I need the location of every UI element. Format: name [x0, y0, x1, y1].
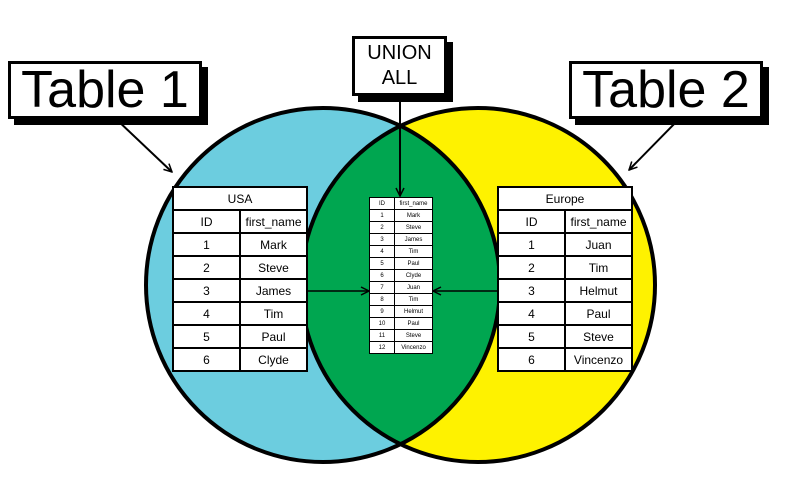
cell: Paul — [239, 324, 308, 349]
cell: 6 — [369, 269, 395, 282]
cell: 3 — [497, 278, 566, 303]
cell: 7 — [369, 281, 395, 294]
union-overlap — [301, 108, 500, 462]
cell: Tim — [564, 255, 633, 280]
cell: 2 — [497, 255, 566, 280]
cell: 9 — [369, 305, 395, 318]
cell: 6 — [497, 347, 566, 372]
cell: Juan — [394, 281, 433, 294]
cell: 4 — [369, 245, 395, 258]
usa-col-header-id: ID — [172, 209, 241, 234]
cell: Tim — [394, 245, 433, 258]
cell: Helmut — [394, 305, 433, 318]
cell: 2 — [172, 255, 241, 280]
cell: Steve — [564, 324, 633, 349]
table2-pointer-arrow — [629, 117, 681, 170]
cell: Vincenzo — [564, 347, 633, 372]
europe-table-title: Europe — [497, 186, 633, 211]
cell: Steve — [394, 329, 433, 342]
cell: Paul — [394, 317, 433, 330]
cell: 2 — [369, 221, 395, 234]
cell: 12 — [369, 341, 395, 354]
cell: James — [394, 233, 433, 246]
cell: 4 — [172, 301, 241, 326]
cell: Tim — [394, 293, 433, 306]
cell: 4 — [497, 301, 566, 326]
cell: James — [239, 278, 308, 303]
cell: 3 — [172, 278, 241, 303]
cell: 11 — [369, 329, 395, 342]
cell: 5 — [497, 324, 566, 349]
cell: Mark — [239, 232, 308, 257]
union-all-label-box: UNION ALL — [352, 36, 447, 96]
usa-col-header-first-name: first_name — [239, 209, 308, 234]
cell: Mark — [394, 209, 433, 222]
cell: 1 — [369, 209, 395, 222]
table1-label-box: Table 1 — [8, 61, 202, 119]
union-label-line2: ALL — [381, 67, 418, 89]
cell: Clyde — [394, 269, 433, 282]
cell: 5 — [369, 257, 395, 270]
cell: Helmut — [564, 278, 633, 303]
union-col-header-first-name: first_name — [394, 197, 433, 210]
union-label-line1: UNION — [367, 42, 432, 64]
cell: Vincenzo — [394, 341, 433, 354]
usa-table-title: USA — [172, 186, 308, 211]
cell: Steve — [394, 221, 433, 234]
cell: Paul — [394, 257, 433, 270]
europe-col-header-id: ID — [497, 209, 566, 234]
cell: Tim — [239, 301, 308, 326]
table1-label: Table 1 — [21, 61, 189, 119]
cell: 1 — [497, 232, 566, 257]
table2-label: Table 2 — [582, 61, 750, 119]
cell: Juan — [564, 232, 633, 257]
cell: 6 — [172, 347, 241, 372]
union-col-header-id: ID — [369, 197, 395, 210]
cell: 10 — [369, 317, 395, 330]
cell: Paul — [564, 301, 633, 326]
cell: 5 — [172, 324, 241, 349]
cell: 3 — [369, 233, 395, 246]
cell: 8 — [369, 293, 395, 306]
europe-col-header-first-name: first_name — [564, 209, 633, 234]
table1-pointer-arrow — [114, 117, 172, 172]
cell: 1 — [172, 232, 241, 257]
table2-label-box: Table 2 — [569, 61, 763, 119]
cell: Steve — [239, 255, 308, 280]
cell: Clyde — [239, 347, 308, 372]
